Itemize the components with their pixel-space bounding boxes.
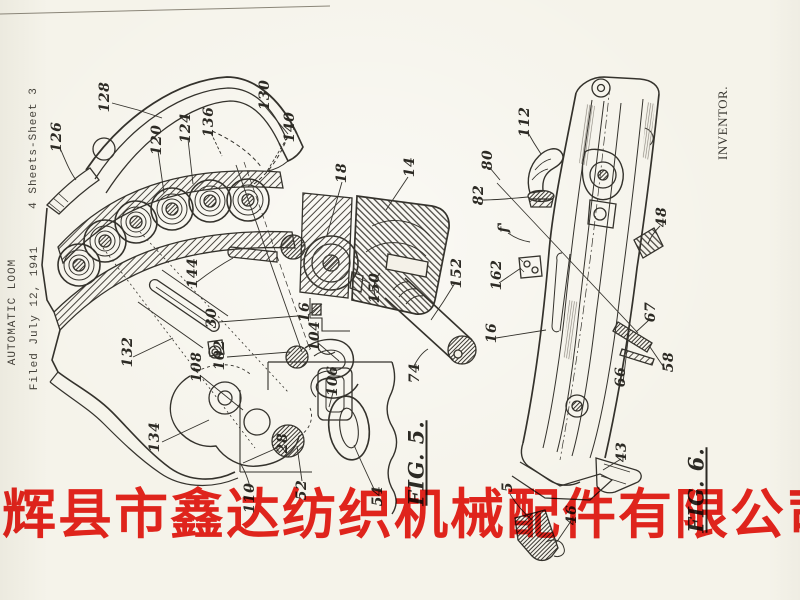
fig5-part-label-130: 130 [257,79,273,111]
fig5-part-label-124: 124 [178,112,194,144]
fig5-body [41,207,289,487]
fig5-part-label-104: 104 [307,320,323,352]
fig5-bracket [239,361,398,515]
fig5-part-label-132: 132 [120,336,136,368]
fig5-roller-arc [53,170,296,332]
fig6-bar [522,76,660,461]
fig5-horn [46,76,304,215]
fig5-part-label-128: 128 [97,81,113,113]
fig5-part-label-74: 74 [407,362,423,384]
fig5-part-label-108: 108 [189,351,205,383]
fig5-part-label-16: 16 [297,301,313,323]
fig5-part-label-28: 28 [275,432,291,454]
fig6-part-label-43: 43 [614,441,630,463]
fig5-rollers [57,178,270,287]
fig6-part-label-67: 67 [643,301,659,323]
fig6-part-label-f': f' [496,221,512,233]
fig5-leaders [59,102,456,492]
fig5-part-label-18: 18 [334,162,350,184]
fig5-part-label-102: 102 [212,339,228,371]
watermark-text: 辉县市鑫达纺织机械配件有限公司 [2,485,800,545]
fig6-drawing [481,76,666,562]
fig6-part-label-66: 66 [613,366,629,388]
fig6-part-label-162: 162 [489,259,505,291]
fig5-part-label-140: 140 [282,111,298,143]
fig5-part-label-14: 14 [402,156,418,178]
fig5-part-label-136: 136 [201,106,217,138]
fig6-part-label-112: 112 [517,106,533,138]
fig6-part-67 [612,321,655,366]
fig6-leaders [481,130,666,544]
fig5-part-label-144: 144 [185,257,201,289]
fig5-drawing [41,76,477,515]
fig5-part-label-120: 120 [149,124,165,156]
fig5-part-label-126: 126 [49,121,65,153]
fig6-part-46 [514,509,565,562]
fig5-part-label-152: 152 [449,257,465,289]
fig5-part-label-30: 30 [204,307,220,329]
fig5-shaft [373,272,477,365]
fig5-block [299,192,450,355]
fig5-part-label-106: 106 [325,365,341,397]
scan-edge-line [0,5,331,15]
fig6-part-label-16: 16 [484,322,500,344]
fig6-part-label-82: 82 [471,184,487,206]
fig6-part-label-58: 58 [661,351,677,373]
fig6-part-112 [527,148,564,208]
fig5-part-label-150: 150 [367,272,383,304]
fig5-part-label-134: 134 [147,421,163,453]
fig6-part-label-80: 80 [480,149,496,171]
fig6-part-label-48: 48 [654,206,670,228]
fig6-foot [511,442,642,501]
